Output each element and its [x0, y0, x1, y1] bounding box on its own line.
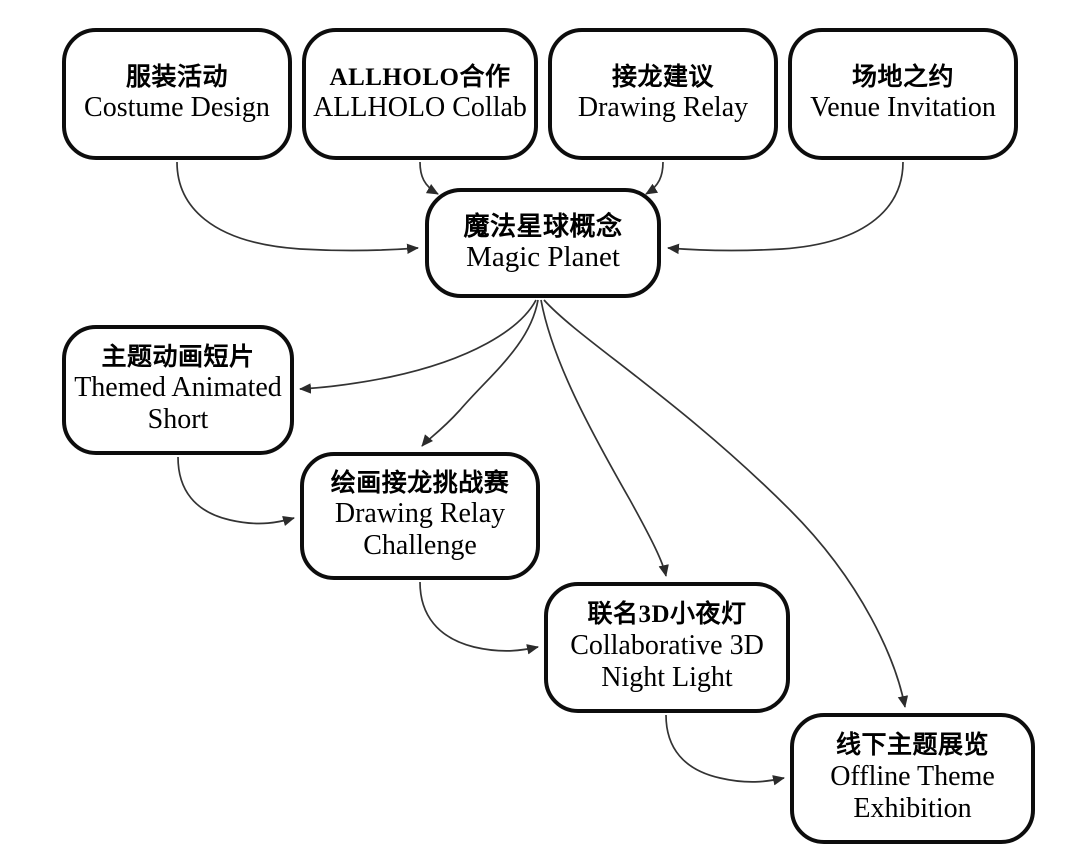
edge-relay-challenge-to-night-light: [419, 581, 539, 655]
node-magic-planet[interactable]: 魔法星球概念 Magic Planet: [425, 188, 661, 298]
edge-drawing-relay-to-magic-planet: [645, 161, 664, 195]
node-allholo-collab[interactable]: ALLHOLO合作 ALLHOLO Collab: [302, 28, 538, 160]
node-drawing-relay-challenge[interactable]: 绘画接龙挑战赛 Drawing Relay Challenge: [300, 452, 540, 580]
node-label-en-line2: Challenge: [363, 530, 477, 562]
edge-costume-to-magic-planet: [176, 161, 419, 255]
edge-magic-planet-to-relay-challenge: [421, 299, 539, 447]
node-label-zh: 联名3D小夜灯: [587, 601, 747, 629]
edge-magic-planet-to-night-light: [540, 299, 669, 577]
edge-night-light-to-exhibition: [665, 714, 785, 786]
node-label-en: Drawing Relay: [577, 92, 749, 124]
node-label-en-line1: Themed Animated: [74, 372, 282, 404]
node-label-zh: ALLHOLO合作: [329, 63, 511, 91]
node-label-zh: 服装活动: [125, 63, 228, 91]
node-costume-design[interactable]: 服装活动 Costume Design: [62, 28, 292, 160]
node-label-en: Venue Invitation: [810, 92, 996, 124]
edge-venue-to-magic-planet: [667, 161, 904, 255]
node-label-en-line2: Short: [147, 404, 209, 436]
node-label-en-line2: Night Light: [601, 661, 733, 693]
node-label-zh: 场地之约: [851, 63, 954, 91]
node-collaborative-3d-night-light[interactable]: 联名3D小夜灯 Collaborative 3D Night Light: [544, 582, 790, 713]
node-drawing-relay-suggestion[interactable]: 接龙建议 Drawing Relay: [548, 28, 778, 160]
node-venue-invitation[interactable]: 场地之约 Venue Invitation: [788, 28, 1018, 160]
node-label-en-line1: Collaborative 3D: [570, 629, 764, 661]
node-label-zh: 魔法星球概念: [463, 211, 623, 241]
node-label-zh: 绘画接龙挑战赛: [330, 469, 510, 497]
node-label-en: Magic Planet: [466, 241, 620, 274]
node-label-en-line2: Exhibition: [853, 792, 972, 824]
node-label-en: ALLHOLO Collab: [313, 92, 527, 124]
node-label-zh: 接龙建议: [611, 63, 714, 91]
node-label-en: Costume Design: [84, 92, 270, 124]
node-themed-animated-short[interactable]: 主题动画短片 Themed Animated Short: [62, 325, 294, 455]
edge-magic-planet-to-animated-short: [299, 299, 537, 394]
edge-allholo-to-magic-planet: [419, 161, 439, 195]
node-label-en-line1: Drawing Relay: [334, 498, 506, 530]
node-label-en-line1: Offline Theme: [830, 760, 995, 792]
edge-animated-short-to-relay-challenge: [177, 456, 295, 527]
node-label-zh: 主题动画短片: [101, 343, 255, 371]
node-label-zh: 线下主题展览: [835, 732, 989, 760]
node-offline-theme-exhibition[interactable]: 线下主题展览 Offline Theme Exhibition: [790, 713, 1035, 844]
